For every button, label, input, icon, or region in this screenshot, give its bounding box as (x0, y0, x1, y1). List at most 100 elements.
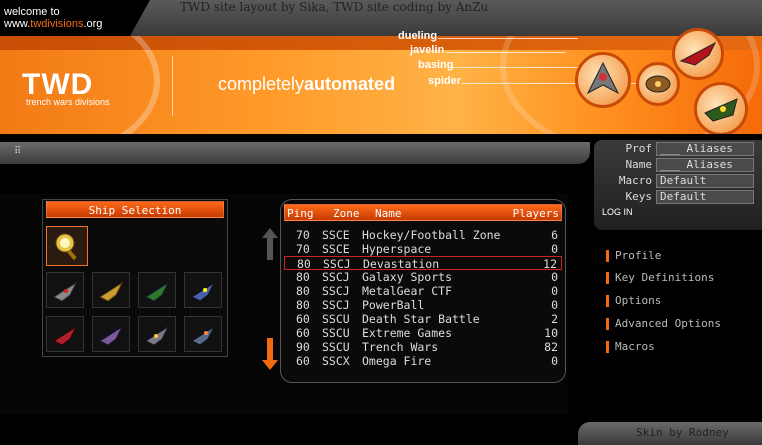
javelin-icon (98, 281, 124, 302)
zone-code: SSCJ (322, 270, 350, 284)
zone-name: Hockey/Football Zone (362, 228, 501, 242)
zone-header[interactable]: Zone (333, 207, 360, 220)
zone-players: 12 (543, 257, 557, 271)
zone-players: 0 (551, 354, 558, 368)
spectator-icon (55, 233, 77, 261)
ship-circle-dueling (575, 52, 631, 108)
spectator-slot[interactable] (46, 226, 88, 266)
side-menu (570, 236, 762, 396)
ship-slot-2[interactable] (92, 272, 130, 308)
zone-row[interactable]: 70 SSCE Hyperspace 0 (284, 242, 562, 256)
grip-icon[interactable]: ⠿ (14, 146, 22, 157)
site-url[interactable]: www.twdivisions.org (4, 18, 103, 30)
ship-label-spider: spider (428, 75, 462, 87)
login-button[interactable]: LOG IN (602, 207, 633, 217)
banner-swirl (500, 36, 760, 134)
keys-label: Keys (625, 190, 653, 203)
banner-divider (172, 56, 173, 116)
menu-item-profile[interactable]: Profile (606, 249, 661, 262)
javelin-ship-icon (679, 41, 717, 66)
ship-slot-8[interactable] (184, 316, 222, 352)
zone-players: 0 (551, 270, 558, 284)
ship-slot-4[interactable] (184, 272, 222, 308)
zone-ping: 70 (296, 242, 310, 256)
weasel-icon (98, 325, 124, 346)
zone-players: 0 (551, 298, 558, 312)
zone-code: SSCE (322, 242, 350, 256)
keys-field[interactable]: Default (656, 190, 754, 204)
ship-selection-title: Ship Selection (46, 201, 224, 218)
ship-slot-1[interactable] (46, 272, 84, 308)
scroll-up-arrow-icon[interactable] (262, 228, 278, 260)
zone-ping: 60 (296, 312, 310, 326)
welcome-box: welcome to www.twdivisions.org (0, 0, 150, 36)
zone-ping: 80 (297, 257, 311, 271)
zone-ping: 80 (296, 284, 310, 298)
zone-name: Devastation (363, 257, 440, 271)
macro-field[interactable]: Default (656, 174, 754, 188)
menu-item-options[interactable]: Options (606, 294, 661, 307)
zone-ping: 80 (296, 270, 310, 284)
logo-subtitle: trench wars divisions (26, 97, 110, 107)
scroll-down-arrow-icon[interactable] (262, 338, 278, 370)
zone-code: SSCU (322, 340, 350, 354)
skin-credit: Skin by Rodney (636, 426, 729, 439)
name-field[interactable]: ___ Aliases (656, 158, 754, 172)
spider-ship-icon (704, 98, 738, 122)
zone-code: SSCJ (322, 284, 350, 298)
zone-name: Extreme Games (362, 326, 453, 340)
leviathan-icon (190, 281, 216, 302)
zone-ping: 60 (296, 326, 310, 340)
menu-item-macros[interactable]: Macros (606, 340, 655, 353)
ship-circle-javelin (672, 28, 724, 80)
shark-icon (190, 325, 216, 346)
menu-item-key-definitions[interactable]: Key Definitions (606, 271, 714, 284)
zone-players: 6 (551, 228, 558, 242)
ping-header[interactable]: Ping (287, 207, 314, 220)
prof-label: Prof (625, 142, 653, 155)
zone-name: Omega Fire (362, 354, 432, 368)
zone-code: SSCU (322, 326, 350, 340)
name-header[interactable]: Name (375, 207, 402, 220)
zone-name: Hyperspace (362, 242, 432, 256)
warbird-icon (52, 281, 78, 302)
label-line (452, 67, 582, 68)
dueling-ship-icon (586, 61, 620, 95)
zone-players: 0 (551, 242, 558, 256)
ship-slot-5[interactable] (46, 316, 84, 352)
terrier-icon (52, 325, 78, 346)
ship-slot-6[interactable] (92, 316, 130, 352)
lancaster-icon (144, 325, 170, 346)
macro-label: Macro (618, 174, 652, 187)
ship-label-basing: basing (418, 59, 454, 71)
ship-label-dueling: dueling (398, 30, 438, 42)
banner-swirl (0, 36, 160, 134)
zone-name: Galaxy Sports (362, 270, 453, 284)
ship-slot-3[interactable] (138, 272, 176, 308)
ship-circle-basing (636, 62, 680, 106)
zone-list-panel (280, 199, 566, 383)
zone-row[interactable]: 80 SSCJ Galaxy Sports 0 (284, 270, 562, 284)
zone-code: SSCU (322, 312, 350, 326)
footer-strip (578, 422, 762, 445)
zone-ping: 90 (296, 340, 310, 354)
zone-players: 0 (551, 284, 558, 298)
zone-name: Death Star Battle (362, 312, 480, 326)
players-header[interactable]: Players (512, 207, 559, 220)
menu-item-advanced-options[interactable]: Advanced Options (606, 317, 721, 330)
ship-label-javelin: javelin (410, 44, 445, 56)
zone-name: PowerBall (362, 298, 425, 312)
zone-ping: 60 (296, 354, 310, 368)
ship-slot-7[interactable] (138, 316, 176, 352)
grip-bar[interactable] (0, 142, 590, 164)
prof-field[interactable]: ___ Aliases (656, 142, 754, 156)
zone-ping: 70 (296, 228, 310, 242)
